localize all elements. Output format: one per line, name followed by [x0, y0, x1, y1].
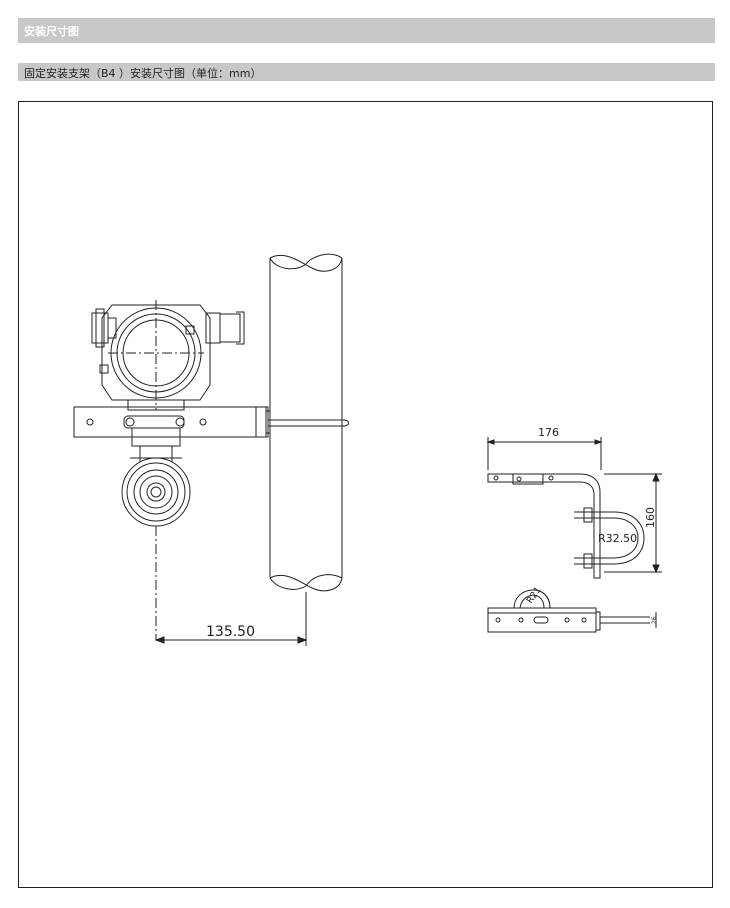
- bracket-height-label: 160: [644, 507, 657, 528]
- ubolt-radius-label: R32.50: [598, 532, 637, 545]
- dimension-135-label: 135.50: [206, 624, 255, 640]
- subsection-header: 固定安装支架（B4 ）安装尺寸图（单位：mm）: [18, 63, 715, 81]
- bracket-width-label: 176: [538, 426, 559, 439]
- u-bolt-rod: [268, 419, 349, 427]
- bracket-detail-side: [487, 589, 657, 633]
- section-title: 安装尺寸图: [24, 25, 79, 38]
- pipe: [269, 253, 343, 592]
- subsection-title: 固定安装支架（B4 ）安装尺寸图（单位：mm）: [24, 67, 262, 80]
- mounting-bracket: [73, 406, 271, 438]
- bracket-detail-top: [486, 437, 662, 579]
- transmitter-housing: [91, 300, 245, 462]
- flange: [121, 457, 191, 640]
- section-header: 安装尺寸图: [18, 18, 715, 43]
- dimension-135: [154, 592, 308, 646]
- drawing-frame: [18, 101, 713, 888]
- thickness-label: 26: [651, 616, 658, 624]
- small-radius-label: R21: [525, 585, 543, 605]
